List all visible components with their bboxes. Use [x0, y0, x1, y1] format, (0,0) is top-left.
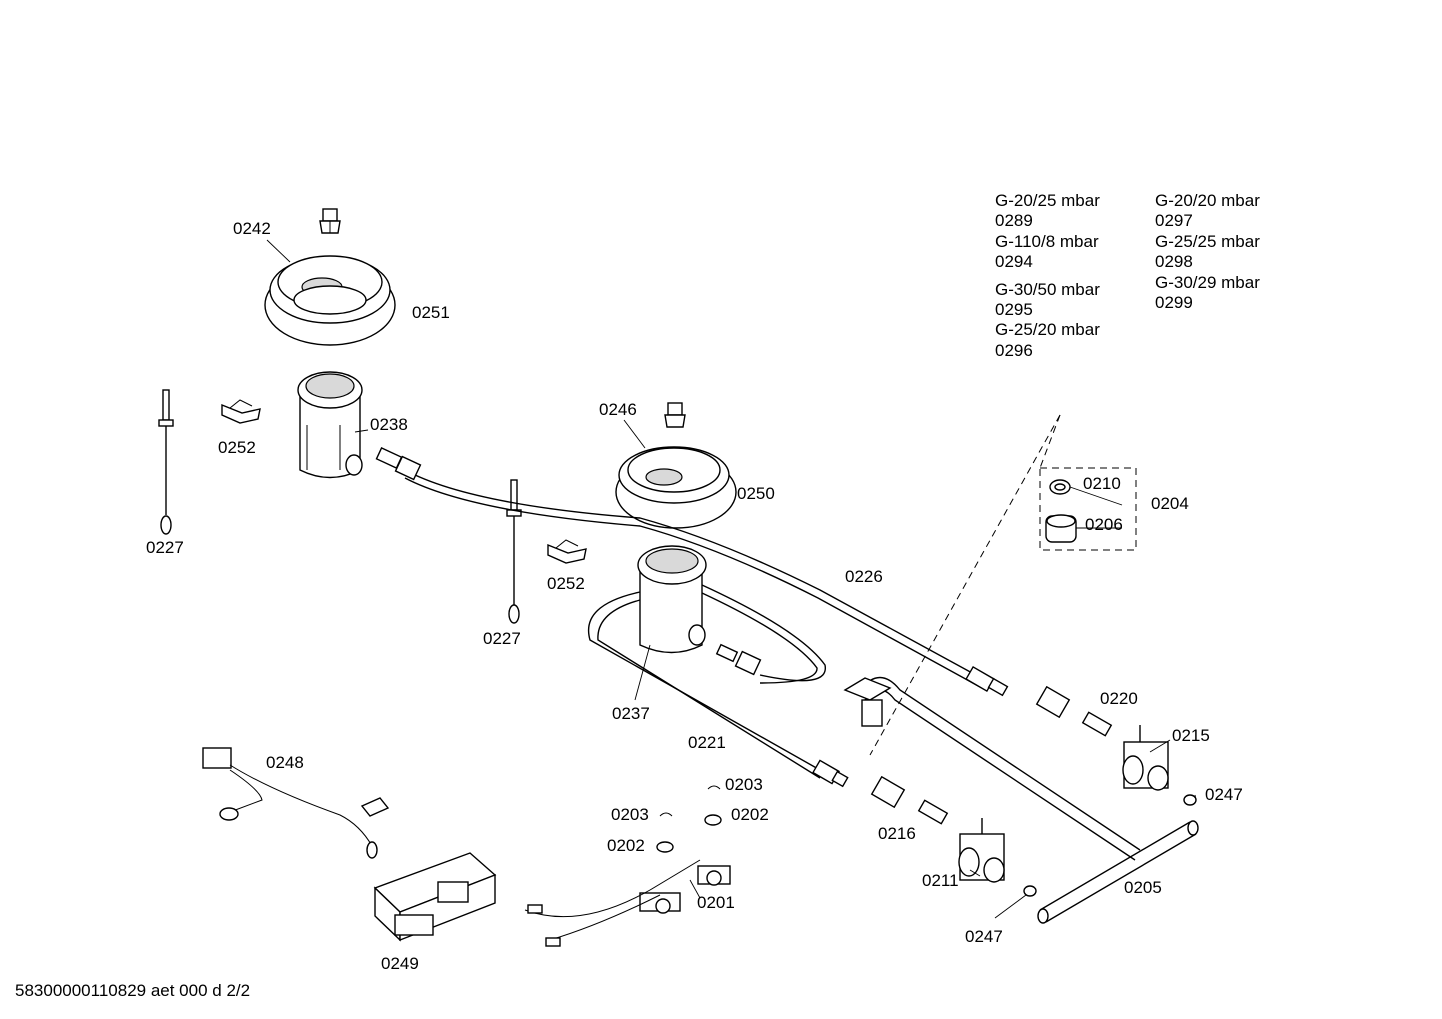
label-0202-lower: 0202 — [607, 836, 645, 855]
label-0203-upper: 0203 — [725, 775, 763, 794]
label-0215: 0215 — [1172, 726, 1210, 745]
label-0238: 0238 — [370, 415, 408, 434]
label-0246: 0246 — [599, 400, 637, 419]
seal-0247-right — [1183, 794, 1197, 806]
label-0205: 0205 — [1124, 878, 1162, 897]
nozzle-0242-top — [319, 208, 341, 234]
washer-0202-a — [656, 841, 674, 853]
label-0251: 0251 — [412, 303, 450, 322]
gas-name-0295: G-30/50 mbar — [995, 280, 1100, 299]
nozzle-0220 — [1081, 711, 1113, 737]
label-0202-upper: 0202 — [731, 805, 769, 824]
label-0201: 0201 — [697, 893, 735, 912]
gas-code-0299: 0299 — [1155, 293, 1193, 312]
gas-pipe-0221 — [588, 584, 826, 779]
label-0206: 0206 — [1085, 515, 1123, 534]
label-0221: 0221 — [688, 733, 726, 752]
label-0249: 0249 — [381, 954, 419, 973]
gas-code-0298: 0298 — [1155, 252, 1193, 271]
label-0226: 0226 — [845, 567, 883, 586]
burner-cap-0246 — [615, 446, 737, 529]
burner-body-0237 — [637, 545, 707, 654]
gas-name-0298: G-25/25 mbar — [1155, 232, 1260, 251]
gas-code-0294: 0294 — [995, 252, 1033, 271]
wiring-0248 — [202, 747, 390, 859]
nozzle-0216 — [917, 799, 949, 825]
label-0237: 0237 — [612, 704, 650, 723]
nut-0216 — [870, 775, 906, 809]
clip-0252-left — [221, 399, 261, 424]
seal-0247-lower — [1023, 885, 1037, 897]
gas-code-0289: 0289 — [995, 211, 1033, 230]
label-0242: 0242 — [233, 219, 271, 238]
label-0227-middle: 0227 — [483, 629, 521, 648]
gas-name-0299: G-30/29 mbar — [1155, 273, 1260, 292]
label-0203-lower: 0203 — [611, 805, 649, 824]
detail-box-0204 — [869, 414, 1137, 756]
gas-name-0289: G-20/25 mbar — [995, 191, 1100, 210]
leader-lines — [266, 239, 1197, 919]
clip-0203-a — [659, 812, 673, 817]
clip-0252-middle — [547, 539, 587, 564]
fitting-0221-outlet — [812, 759, 849, 788]
thermocouple-0227-left — [158, 389, 174, 535]
document-reference: 58300000110829 aet 000 d 2/2 — [15, 981, 251, 1000]
label-0248: 0248 — [266, 753, 304, 772]
nut-0220 — [1035, 685, 1071, 719]
gas-code-0295: 0295 — [995, 300, 1033, 319]
gas-name-0294: G-110/8 mbar — [995, 232, 1099, 251]
label-0204: 0204 — [1151, 494, 1189, 513]
valve-0215 — [1122, 725, 1169, 791]
washer-0202-b — [704, 814, 722, 826]
clip-0203-b — [707, 785, 721, 790]
valve-0211 — [958, 818, 1005, 883]
spark-switch-0201 — [524, 859, 731, 947]
gas-pipe-0226 — [404, 469, 986, 689]
fitting-0226-outlet — [965, 665, 1009, 697]
manifold-0205 — [843, 676, 1199, 924]
fitting-0238-inlet — [375, 446, 422, 481]
gas-name-0296: G-25/20 mbar — [995, 320, 1100, 339]
label-0250: 0250 — [737, 484, 775, 503]
fitting-0237-inlet — [715, 643, 762, 676]
burner-body-0238 — [297, 371, 363, 479]
label-0211: 0211 — [922, 871, 959, 890]
label-0216: 0216 — [878, 824, 916, 843]
label-0247-lower: 0247 — [965, 927, 1003, 946]
gas-name-0297: G-20/20 mbar — [1155, 191, 1260, 210]
burner-cap-0242 — [264, 255, 396, 346]
nozzle-0246-top — [664, 402, 686, 428]
label-0227-left: 0227 — [146, 538, 184, 557]
ignition-module-0249 — [373, 852, 497, 942]
label-0252-left: 0252 — [218, 438, 256, 457]
label-0210: 0210 — [1083, 474, 1121, 493]
label-0252-middle: 0252 — [547, 574, 585, 593]
label-0220: 0220 — [1100, 689, 1138, 708]
gas-code-0297: 0297 — [1155, 211, 1193, 230]
label-0247-right: 0247 — [1205, 785, 1243, 804]
gas-code-0296: 0296 — [995, 341, 1033, 360]
